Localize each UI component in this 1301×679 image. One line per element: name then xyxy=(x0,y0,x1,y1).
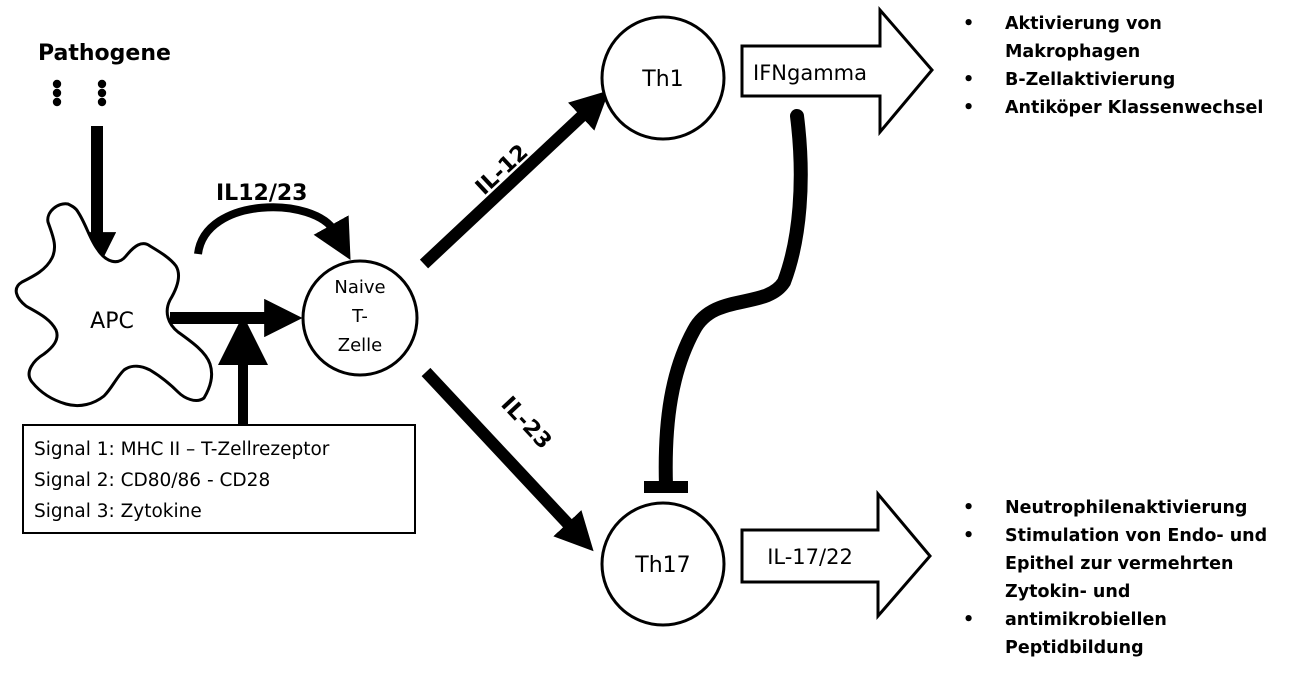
list-item-text: Aktivierung von xyxy=(1005,14,1162,34)
naive-label-3: Zelle xyxy=(338,335,382,356)
th17-cell xyxy=(600,501,726,627)
bullet-icon: • xyxy=(963,610,975,630)
list-item-text: Zytokin- und xyxy=(1005,582,1131,602)
signal-2: Signal 2: CD80/86 - CD28 xyxy=(34,470,271,491)
bullet-icon: • xyxy=(963,526,975,546)
list-item-text: antimikrobiellen xyxy=(1005,610,1167,630)
il1223-label: IL12/23 xyxy=(216,181,307,206)
bullet-icon: • xyxy=(963,70,975,90)
il1722-block-arrow xyxy=(740,489,932,621)
pathogen-label: Pathogene xyxy=(38,41,171,66)
il1223-curved-arrow xyxy=(194,203,351,260)
th1-cell xyxy=(600,15,726,141)
signal-box: Signal 1: MHC II – T-Zellrezeptor Signal… xyxy=(22,424,416,534)
list-item-text: Stimulation von Endo- und xyxy=(1005,526,1268,546)
list-item-text: B-Zellaktivierung xyxy=(1005,70,1176,90)
naive-to-th17-arrow xyxy=(421,367,594,552)
th17-effects-list: • Neutrophilenaktivierung • Stimulation … xyxy=(963,494,1267,662)
naive-label-1: Naive xyxy=(334,277,385,298)
list-item: • Stimulation von Endo- und Epithel zur … xyxy=(963,522,1267,606)
th1-effects-list: • Aktivierung von Makrophagen • B-Zellak… xyxy=(963,10,1263,122)
il23-label: IL-23 xyxy=(496,392,557,454)
th1-label: Th1 xyxy=(641,67,683,92)
ifngamma-label: IFNgamma xyxy=(753,61,867,85)
list-item: • Neutrophilenaktivierung xyxy=(963,494,1267,522)
naive-to-th1-arrow xyxy=(419,90,610,269)
ifngamma-block-arrow xyxy=(740,5,934,137)
list-item: • antimikrobiellen Peptidbildung xyxy=(963,606,1267,662)
list-item: • B-Zellaktivierung xyxy=(963,66,1263,94)
apc-label: APC xyxy=(90,309,134,334)
bullet-icon: • xyxy=(963,498,975,518)
list-item-text: Makrophagen xyxy=(1005,42,1141,62)
ifngamma-inhibition-connector xyxy=(658,109,808,493)
pathogen-dots xyxy=(52,79,107,107)
bullet-icon: • xyxy=(963,98,975,118)
signal-1: Signal 1: MHC II – T-Zellrezeptor xyxy=(34,439,330,460)
list-item: • Aktivierung von Makrophagen xyxy=(963,10,1263,66)
list-item-text: Neutrophilenaktivierung xyxy=(1005,498,1248,518)
list-item-text: Epithel zur vermehrten xyxy=(1005,554,1234,574)
signal-3: Signal 3: Zytokine xyxy=(34,501,202,522)
list-item-text: Antiköper Klassenwechsel xyxy=(1005,98,1264,118)
naive-t-cell xyxy=(301,259,419,377)
bullet-icon: • xyxy=(963,14,975,34)
il1722-label: IL-17/22 xyxy=(767,545,853,569)
list-item: • Antiköper Klassenwechsel xyxy=(963,94,1263,122)
naive-label-2: T- xyxy=(351,306,368,327)
th17-label: Th17 xyxy=(634,553,690,578)
apc-cell xyxy=(14,202,214,408)
list-item-text: Peptidbildung xyxy=(1005,638,1144,658)
